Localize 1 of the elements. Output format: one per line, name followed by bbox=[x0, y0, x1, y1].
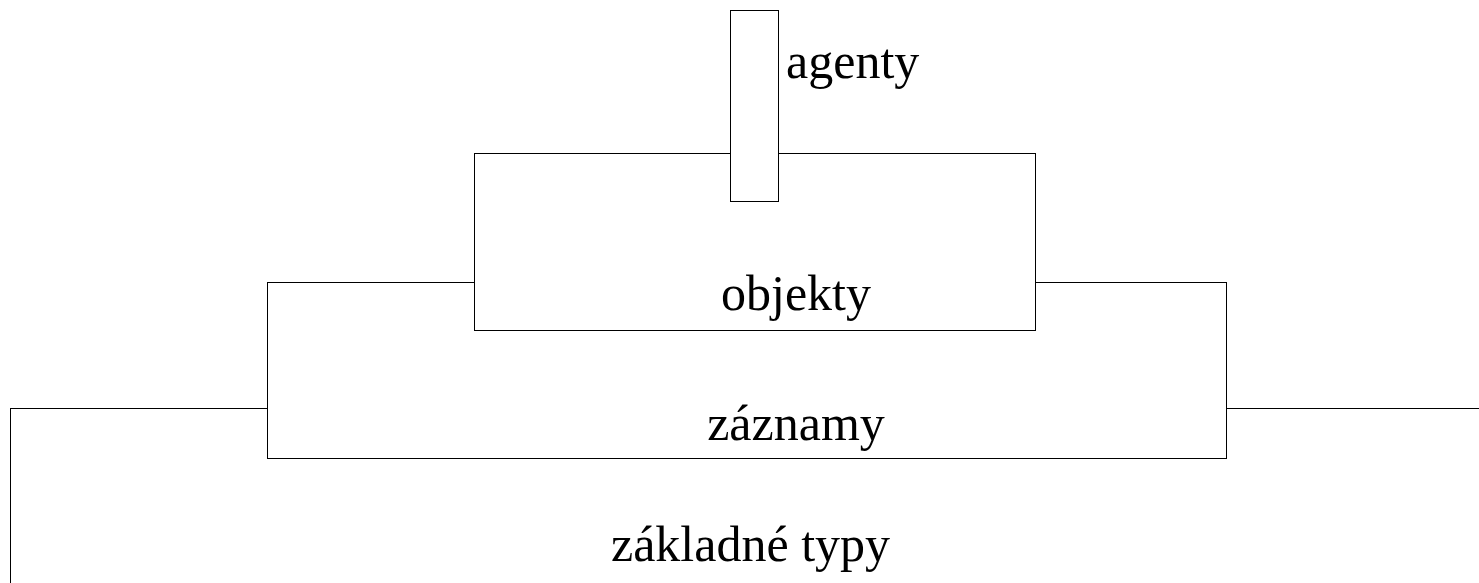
layer-box: objekty bbox=[474, 153, 1036, 331]
